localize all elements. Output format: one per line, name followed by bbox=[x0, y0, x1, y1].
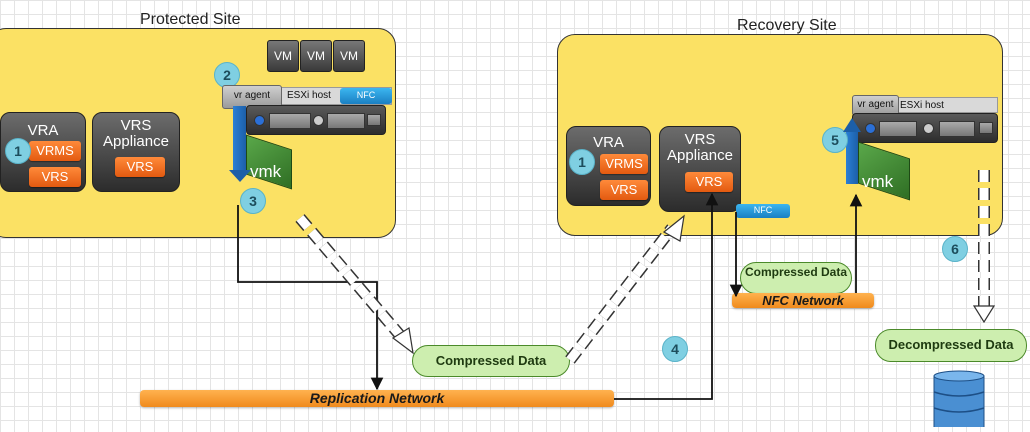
recovery-vrs-button[interactable]: VRS bbox=[685, 172, 733, 192]
recovery-vrs-appliance: VRS Appliance bbox=[659, 126, 741, 212]
recovery-site-title: Recovery Site bbox=[737, 17, 837, 34]
badge-1-recovery: 1 bbox=[569, 149, 595, 175]
recovery-esxi-host-label: ESXi host bbox=[900, 100, 944, 111]
dashed-arrow-to-decompressed bbox=[972, 170, 996, 324]
protected-vrs-appliance: VRS Appliance bbox=[92, 112, 180, 192]
recovery-vrms-button[interactable]: VRMS bbox=[600, 154, 648, 174]
protected-esxi-host-label: ESXi host bbox=[287, 90, 331, 101]
vra-title: VRA bbox=[593, 134, 624, 151]
database-icon bbox=[933, 370, 985, 431]
server-power-icon bbox=[865, 123, 876, 134]
replication-to-vrs-line bbox=[614, 192, 719, 400]
badge-3: 3 bbox=[240, 188, 266, 214]
vm-1: VM bbox=[267, 40, 299, 72]
vra-title: VRA bbox=[27, 122, 59, 139]
server-power-icon bbox=[254, 115, 265, 126]
drive-bay-icon bbox=[269, 113, 311, 129]
dashed-arrow-to-recovery bbox=[565, 214, 685, 364]
knob-icon bbox=[923, 123, 934, 134]
protected-down-arrow-icon bbox=[229, 170, 251, 182]
protected-vra-vrs-button[interactable]: VRS bbox=[29, 167, 81, 187]
protected-to-replication-line bbox=[237, 205, 384, 391]
compressed-data-main: Compressed Data bbox=[412, 345, 570, 377]
badge-6: 6 bbox=[942, 236, 968, 262]
recovery-vmk-label: vmk bbox=[862, 172, 894, 191]
protected-vrs-button[interactable]: VRS bbox=[115, 157, 165, 177]
badge-2: 2 bbox=[214, 62, 240, 88]
drive-bay-icon bbox=[327, 113, 365, 129]
recovery-up-arrow-icon bbox=[843, 118, 861, 132]
badge-4: 4 bbox=[662, 336, 688, 362]
protected-nfc-tag: NFC bbox=[340, 88, 392, 104]
decompressed-data: Decompressed Data bbox=[875, 329, 1027, 362]
protected-server bbox=[246, 105, 386, 135]
protected-site-title: Protected Site bbox=[140, 11, 241, 28]
drive-bay-icon bbox=[879, 121, 917, 137]
nfc-network-bar: NFC Network bbox=[732, 293, 874, 308]
dashed-arrow-to-compressed bbox=[295, 214, 414, 355]
vm-2: VM bbox=[300, 40, 332, 72]
recovery-vra-vrs-button[interactable]: VRS bbox=[600, 180, 648, 200]
recovery-blue-bar bbox=[846, 128, 858, 184]
protected-blue-bar bbox=[233, 106, 246, 172]
recovery-nfc-tag: NFC bbox=[736, 204, 790, 218]
port-icon bbox=[979, 122, 993, 134]
port-icon bbox=[367, 114, 381, 126]
replication-network-bar: Replication Network bbox=[140, 390, 614, 407]
vm-3: VM bbox=[333, 40, 365, 72]
knob-icon bbox=[313, 115, 324, 126]
vrs-appliance-title: VRS Appliance bbox=[667, 131, 733, 164]
vrs-appliance-title: VRS Appliance bbox=[103, 117, 169, 150]
protected-vrms-button[interactable]: VRMS bbox=[29, 141, 81, 161]
compressed-data-nfc: Compressed Data bbox=[740, 262, 852, 294]
badge-1-protected: 1 bbox=[5, 138, 31, 164]
drive-bay-icon bbox=[939, 121, 975, 137]
protected-vmk-label: vmk bbox=[250, 162, 282, 181]
